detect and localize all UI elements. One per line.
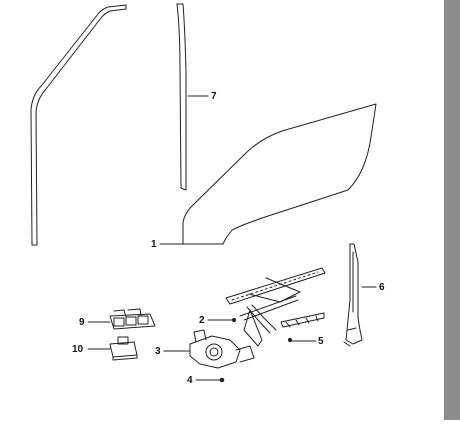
glass-run-channel [176,3,187,191]
scrollbar-track[interactable] [444,0,460,420]
fastener-5 [287,337,293,343]
callout-1: 1 [151,239,157,250]
power-window-switch [109,308,156,330]
callout-6: 6 [379,282,385,293]
bolt-4 [219,377,225,383]
single-window-switch [109,336,138,361]
callout-7: 7 [211,91,217,102]
door-glass [182,103,377,245]
callout-3: 3 [155,346,161,357]
callout-5: 5 [318,336,324,347]
door-frame-seal [30,4,127,246]
fastener-2 [231,317,237,323]
regulator-motor [189,309,263,369]
callout-2: 2 [199,315,205,326]
window-regulator [225,267,326,334]
callout-4: 4 [187,375,193,386]
callout-9: 9 [79,317,85,328]
division-bar [345,243,363,345]
callout-10: 10 [72,344,84,355]
